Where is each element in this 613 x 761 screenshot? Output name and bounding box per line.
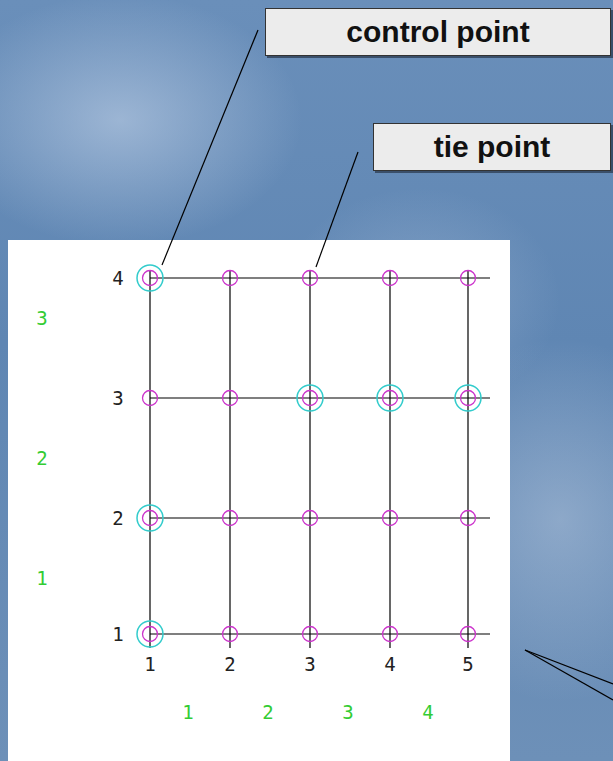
strip-number: 4 bbox=[422, 703, 433, 722]
axis-number: 5 bbox=[462, 655, 473, 674]
strip-number: 3 bbox=[342, 703, 353, 722]
tie-point-marker bbox=[383, 391, 398, 406]
axis-number: 3 bbox=[112, 389, 123, 408]
tie-point-marker bbox=[383, 511, 398, 526]
strip-number: 3 bbox=[36, 309, 47, 328]
tie-point-marker bbox=[461, 271, 476, 286]
strip-number: 1 bbox=[36, 569, 47, 588]
tie-point-marker bbox=[461, 391, 476, 406]
tie-point-marker bbox=[223, 271, 238, 286]
axis-number: 1 bbox=[112, 625, 123, 644]
callout-box: tie point bbox=[373, 123, 611, 171]
tie-point-marker bbox=[223, 511, 238, 526]
tie-point-marker bbox=[303, 391, 318, 406]
axis-number: 4 bbox=[112, 269, 123, 288]
tie-point-marker bbox=[303, 271, 318, 286]
tie-point-marker bbox=[461, 627, 476, 642]
white-panel bbox=[8, 240, 510, 761]
strip-number: 2 bbox=[262, 703, 273, 722]
strip-number: 1 bbox=[182, 703, 193, 722]
tie-point-marker bbox=[223, 391, 238, 406]
tie-point-marker bbox=[143, 271, 158, 286]
tie-point-marker bbox=[383, 271, 398, 286]
callout-text: control point bbox=[346, 15, 529, 48]
tie-point-marker bbox=[303, 627, 318, 642]
axis-number: 2 bbox=[112, 509, 123, 528]
tie-point-marker bbox=[303, 511, 318, 526]
tie-point-marker bbox=[461, 511, 476, 526]
callout-text: tie point bbox=[434, 130, 551, 163]
strip-number: 2 bbox=[36, 449, 47, 468]
tie-point-marker bbox=[143, 511, 158, 526]
callout-box: control point bbox=[265, 8, 611, 56]
axis-number: 4 bbox=[384, 655, 395, 674]
tie-point-marker bbox=[143, 391, 158, 406]
axis-number: 2 bbox=[224, 655, 235, 674]
axis-number: 1 bbox=[144, 655, 155, 674]
axis-number: 3 bbox=[304, 655, 315, 674]
tie-point-marker bbox=[383, 627, 398, 642]
tie-point-marker bbox=[223, 627, 238, 642]
tie-point-marker bbox=[143, 627, 158, 642]
